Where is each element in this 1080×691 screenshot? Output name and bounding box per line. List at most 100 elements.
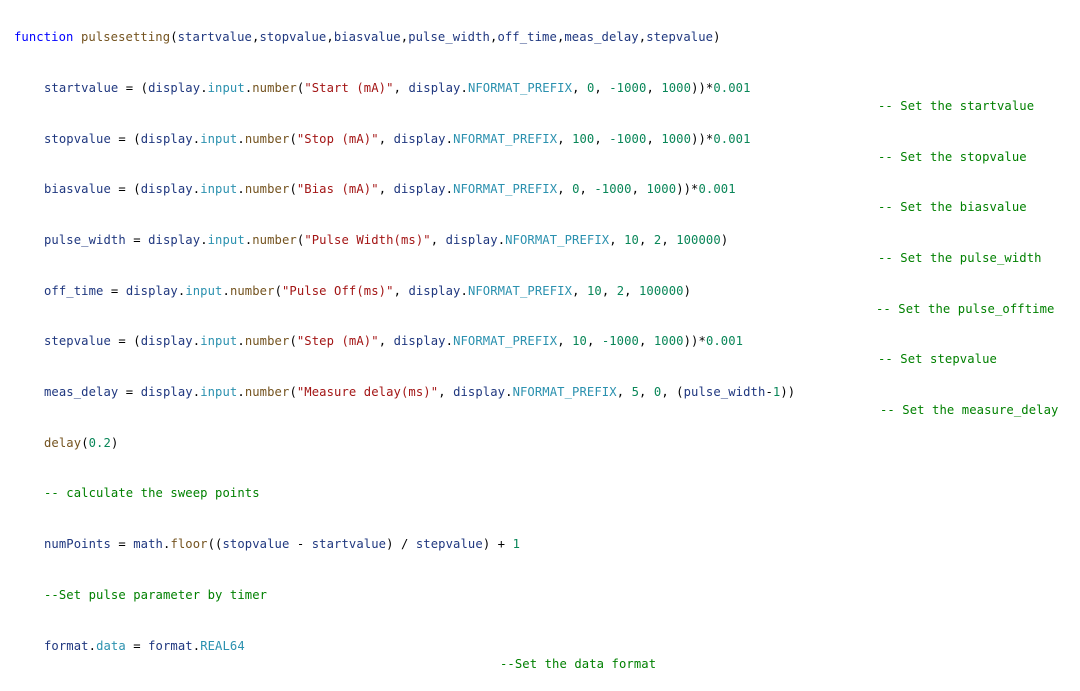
number-token: 10 [624, 233, 639, 247]
operator-token: , [646, 132, 662, 146]
operator-token: , [378, 182, 394, 196]
member-token: NFORMAT_PREFIX [505, 233, 610, 247]
operator-token: = [110, 537, 134, 551]
identifier-token: biasvalue [44, 182, 111, 196]
number-token: 1000 [661, 81, 692, 95]
identifier-token: display [445, 233, 498, 247]
number-token: 2 [616, 284, 625, 298]
operator-token: . [237, 182, 245, 196]
function-token: number [252, 233, 297, 247]
identifier-token: display [140, 132, 193, 146]
function-token: pulsesetting [80, 30, 171, 44]
operator-token: , [624, 284, 639, 298]
identifier-token: math [133, 537, 163, 551]
operator-token: ) [713, 30, 721, 44]
string-token: "Measure delay(ms)" [296, 385, 439, 399]
operator-token: , [557, 132, 573, 146]
operator-token: = ( [110, 334, 141, 348]
identifier-token: pulse_width [44, 233, 126, 247]
identifier-token: display [408, 81, 461, 95]
operator-token: , [661, 233, 677, 247]
operator-token: ( [289, 385, 297, 399]
line-code: pulse_width = display.input.number("Puls… [44, 231, 728, 249]
operator-token: ( [170, 30, 178, 44]
operator-token: , [646, 81, 662, 95]
identifier-token: off_time [497, 30, 557, 44]
delay-line: delay(0.2) [0, 416, 118, 450]
number-token: 0 [586, 81, 595, 95]
comment-token: --Set pulse parameter by timer [44, 588, 268, 602]
operator-token: = ( [110, 132, 141, 146]
number-token: 0 [653, 385, 662, 399]
identifier-token: meas_delay [44, 385, 119, 399]
identifier-token: display [393, 132, 446, 146]
operator-token [74, 30, 81, 44]
operator-token: , [557, 334, 573, 348]
operator-token: , [594, 132, 610, 146]
identifier-token: stepvalue [415, 537, 483, 551]
sweep-comment-line: -- calculate the sweep points [0, 466, 260, 500]
member-token: NFORMAT_PREFIX [467, 284, 573, 298]
line-code: function pulsesetting(startvalue,stopval… [14, 28, 721, 46]
member-token: NFORMAT_PREFIX [467, 81, 573, 95]
operator-token: , [490, 30, 498, 44]
string-token: "Start (mA)" [304, 81, 394, 95]
identifier-token: startvalue [177, 30, 252, 44]
member-token: input [200, 132, 238, 146]
number-token: 1 [772, 385, 781, 399]
line-code: meas_delay = display.input.number("Measu… [44, 383, 795, 401]
line-comment: -- Set the startvalue [878, 99, 1035, 113]
operator-token: . [192, 132, 201, 146]
operator-token: . [445, 334, 454, 348]
identifier-token: startvalue [311, 537, 387, 551]
operator-token: . [237, 385, 245, 399]
operator-token: , [430, 233, 446, 247]
operator-token: , [616, 385, 632, 399]
member-token: NFORMAT_PREFIX [453, 182, 558, 196]
number-token: 0.001 [698, 182, 736, 196]
meas-delay-line: meas_delay = display.input.number("Measu… [0, 365, 1058, 417]
operator-token: = [103, 284, 126, 298]
line-code: stepvalue = (display.input.number("Step … [44, 332, 743, 350]
identifier-token: display [125, 284, 178, 298]
operator-token: . [177, 284, 186, 298]
operator-token: ))* [676, 182, 699, 196]
operator-token: , [252, 30, 260, 44]
operator-token: . [445, 132, 454, 146]
number-token: 2 [653, 233, 662, 247]
operator-token: . [192, 385, 201, 399]
operator-token: ) [683, 284, 692, 298]
operator-token: , [378, 132, 394, 146]
operator-token: , [400, 30, 409, 44]
function-token: delay [44, 436, 82, 450]
line-code: format.data = format.REAL64 [44, 637, 245, 655]
operator-token: , [631, 182, 647, 196]
member-token: NFORMAT_PREFIX [512, 385, 617, 399]
operator-token: , [609, 233, 625, 247]
number-token: 1 [512, 537, 520, 551]
operator-token: . [192, 639, 201, 653]
operator-token: . [200, 233, 208, 247]
line-code: -- calculate the sweep points [44, 484, 260, 502]
operator-token: . [497, 233, 506, 247]
line-code: stopvalue = (display.input.number("Stop … [44, 130, 751, 148]
operator-token: , [393, 81, 409, 95]
function-token: number [244, 385, 290, 399]
line-code: startvalue = (display.input.number("Star… [44, 79, 751, 97]
number-token: 10 [572, 334, 587, 348]
operator-token: . [222, 284, 230, 298]
pulse-comment-line: --Set pulse parameter by timer [0, 568, 267, 602]
operator-token: . [460, 284, 468, 298]
operator-token: . [237, 334, 245, 348]
operator-token: . [163, 537, 171, 551]
identifier-token: stopvalue [259, 30, 327, 44]
identifier-token: stopvalue [44, 132, 111, 146]
line-code: delay(0.2) [44, 434, 118, 452]
operator-token: ( [289, 334, 297, 348]
number-token: 1000 [653, 334, 684, 348]
identifier-token: display [140, 182, 193, 196]
identifier-token: display [408, 284, 461, 298]
operator-token: , ( [661, 385, 684, 399]
operator-token: , [572, 284, 587, 298]
operator-token: , [326, 30, 334, 44]
